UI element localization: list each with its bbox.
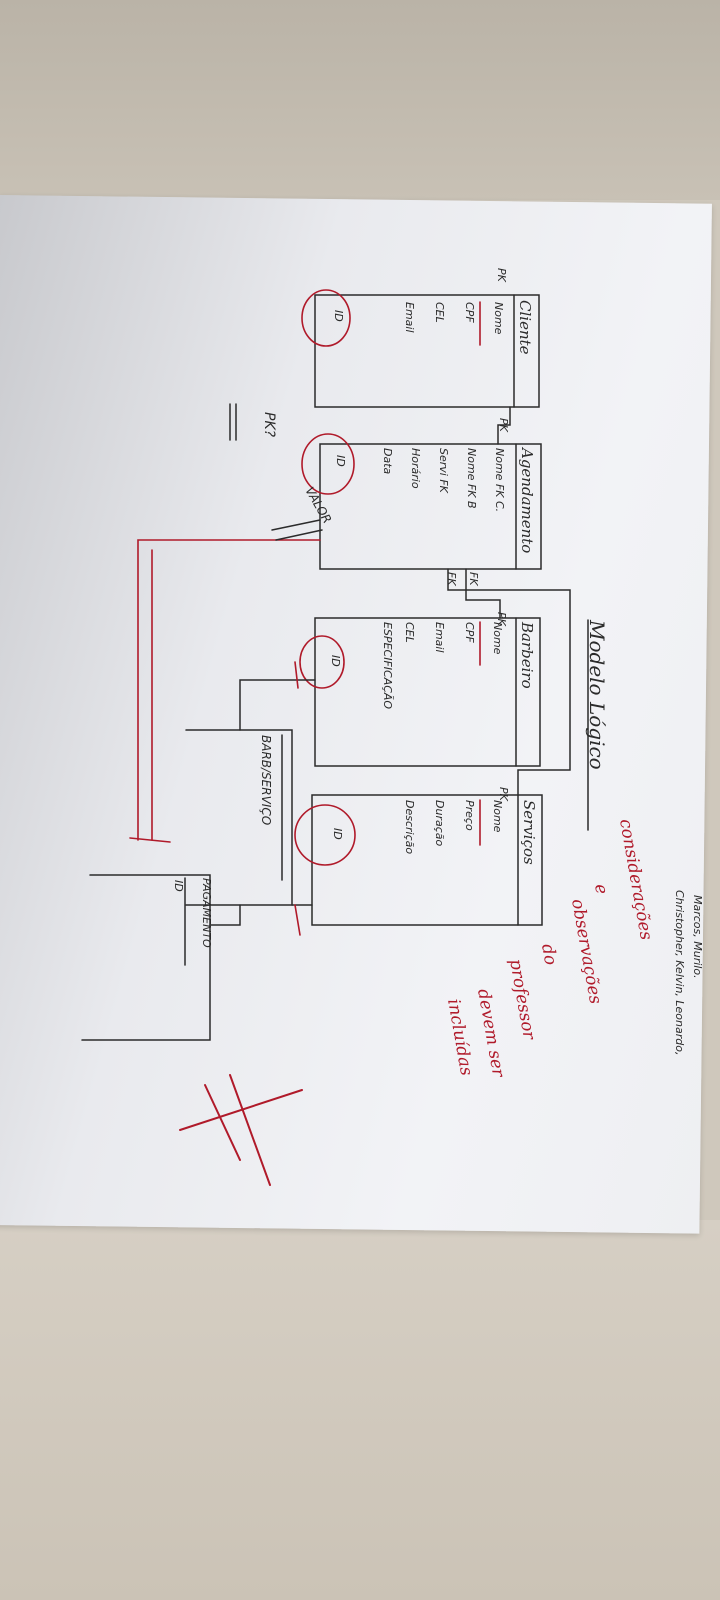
agendamento-field-nome-b: Nome FK B (465, 448, 478, 509)
note-line-5: professor (505, 957, 539, 1042)
relationship-lines (209, 406, 571, 926)
table-pagamento: PAGAMENTO ID (81, 874, 213, 1041)
rel-barbservico-pagamento (209, 904, 241, 926)
table-cliente: Cliente Nome CPF CEL Email PK ID (301, 268, 540, 408)
cliente-id-circle (301, 289, 351, 347)
agendamento-id-circle (301, 433, 355, 495)
table-surface-top (0, 0, 720, 200)
agendamento-field-servico: Servi FK (437, 448, 450, 494)
rel-agendamento-servicos (447, 568, 571, 796)
red-f-stroke-1 (179, 1089, 303, 1131)
red-f-stroke-2 (229, 1074, 271, 1186)
red-f-stroke-3 (204, 1084, 241, 1161)
table-servicos: Serviços Nome Preço Duração Descrição PK… (294, 787, 543, 926)
servicos-id-circle (294, 804, 356, 866)
agendamento-title: Agendamento (518, 446, 536, 553)
table-barb-servico: BARB/SERVIÇO (185, 729, 293, 906)
names-text-1: Christopher, Kelvin, Leonardo, (673, 890, 686, 1055)
agendamento-box (319, 443, 542, 570)
servicos-title: Serviços (520, 800, 538, 865)
pagamento-field-id: ID (172, 880, 185, 892)
red-line-agendamento-pagamento (137, 539, 321, 841)
agendamento-fk-label-2: FK (445, 572, 458, 586)
names-text-2: Marcos, Murilo. (691, 895, 704, 979)
agendamento-id-label: ID (334, 455, 347, 467)
agendamento-field-nome-c: Nome FK C. (493, 448, 506, 512)
note-line-2: e (590, 882, 611, 895)
teacher-note: considerações e observações do professor… (443, 817, 656, 1079)
servicos-field-duracao: Duração (433, 800, 446, 846)
table-barbeiro: Barbeiro Nome CPF Email CEL ESPECIFICAÇÃ… (299, 612, 541, 767)
note-line-7: incluídas (443, 997, 476, 1077)
cliente-field-cel: CEL (433, 302, 446, 323)
diagram-title: Modelo Lógico (585, 619, 609, 770)
agendamento-fk-label-1: FK (467, 572, 480, 586)
barbeiro-box (314, 617, 541, 767)
pk-question: PK? (261, 412, 277, 438)
names-line-1: Christopher, Kelvin, Leonardo, (673, 890, 686, 1055)
servicos-pk-label: PK (497, 787, 510, 802)
note-line-6: devem ser (473, 987, 508, 1079)
red-pen-lines (129, 519, 323, 1186)
servicos-field-preco: Preço (463, 800, 476, 831)
red-tick-barbeiro (294, 661, 299, 689)
rel-barbeiro-barbservico (239, 679, 316, 731)
servicos-field-descricao: Descrição (403, 800, 416, 854)
cliente-field-email: Email (403, 302, 416, 333)
servicos-id-label: ID (331, 828, 344, 840)
servicos-box (311, 794, 543, 926)
table-agendamento: Agendamento Nome FK C. Nome FK B Servi F… (301, 418, 542, 586)
table-surface-bottom (0, 1220, 720, 1600)
pagamento-box (81, 874, 211, 1041)
barbeiro-field-cel: CEL (403, 622, 416, 643)
agendamento-field-data: Data (381, 448, 394, 475)
barbeiro-title: Barbeiro (518, 621, 536, 689)
barbeiro-field-nome: Nome (491, 622, 504, 655)
agendamento-field-horario: Horário (409, 448, 422, 489)
note-line-1: considerações (615, 817, 656, 941)
barbeiro-field-email: Email (433, 622, 446, 653)
barbeiro-id-label: ID (329, 655, 342, 667)
valor-hatch-2 (275, 529, 323, 541)
cliente-field-nome: Nome (492, 302, 505, 335)
rel-cliente-agendamento (497, 406, 511, 445)
title-text: Modelo Lógico (585, 619, 609, 770)
servicos-field-nome: Nome (491, 800, 504, 833)
cliente-pk-label: PK (495, 268, 508, 283)
pk-question-text: PK? (261, 412, 277, 438)
cliente-box (314, 294, 540, 408)
barbeiro-id-circle (299, 635, 345, 689)
rel-agendamento-barbeiro (465, 568, 501, 619)
cliente-id-label: ID (332, 310, 345, 322)
names-line-2: Marcos, Murilo. (691, 895, 704, 979)
barbeiro-pk-label: PK (495, 612, 508, 627)
barbeiro-field-cpf: CPF (463, 622, 476, 643)
valor-hatch-1 (271, 519, 321, 531)
pagamento-title: PAGAMENTO (200, 878, 213, 948)
cliente-title: Cliente (516, 300, 534, 355)
red-line-end-tick (129, 837, 171, 843)
red-tick-servicos (294, 904, 301, 936)
note-line-4: do (537, 942, 560, 966)
barbeiro-field-especificacao: ESPECIFICAÇÃO (381, 622, 394, 709)
cliente-field-cpf: CPF (463, 302, 476, 323)
barb-servico-title: BARB/SERVIÇO (259, 735, 273, 825)
barb-servico-box (185, 729, 293, 906)
note-line-3: observações (567, 897, 605, 1005)
